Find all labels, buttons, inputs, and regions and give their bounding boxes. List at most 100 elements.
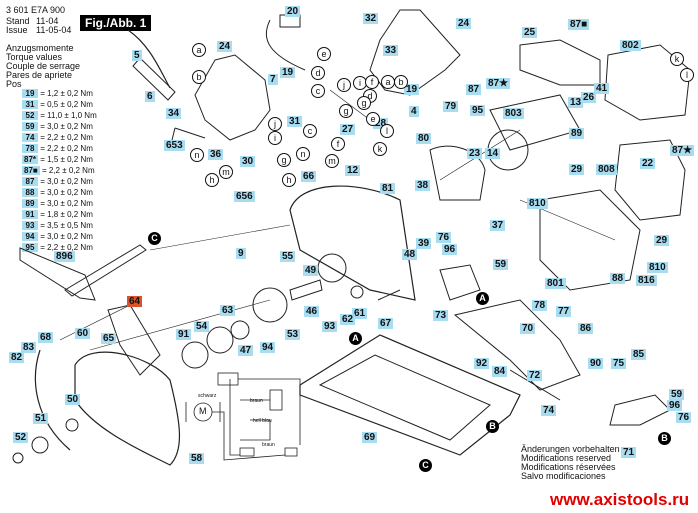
part-label-803[interactable]: 803 [503,108,524,119]
part-label-27[interactable]: 27 [340,124,356,135]
part-label-76-right[interactable]: 76 [676,412,692,423]
part-label-73[interactable]: 73 [433,310,449,321]
part-label-653[interactable]: 653 [164,140,185,151]
part-label-816[interactable]: 816 [636,275,657,286]
part-label-80[interactable]: 80 [416,133,432,144]
part-label-72[interactable]: 72 [527,370,543,381]
part-label-77[interactable]: 77 [556,306,572,317]
part-label-83[interactable]: 83 [21,342,37,353]
part-label-78[interactable]: 78 [532,300,548,311]
part-label-29[interactable]: 29 [569,164,585,175]
part-label-4[interactable]: 4 [409,106,419,117]
part-label-70[interactable]: 70 [520,323,536,334]
part-label-896[interactable]: 896 [54,251,75,262]
part-label-23[interactable]: 23 [467,148,483,159]
part-label-82[interactable]: 82 [9,352,25,363]
part-label-74[interactable]: 74 [541,405,557,416]
part-label-51[interactable]: 51 [33,413,49,424]
part-label-93[interactable]: 93 [322,321,338,332]
part-label-22[interactable]: 22 [640,158,656,169]
part-label-90[interactable]: 90 [588,358,604,369]
part-label-64[interactable]: 64 [127,296,143,307]
part-label-62[interactable]: 62 [340,314,356,325]
part-label-65[interactable]: 65 [101,333,117,344]
part-label-26[interactable]: 26 [581,92,597,103]
part-label-802[interactable]: 802 [620,40,641,51]
part-label-37[interactable]: 37 [490,220,506,231]
part-label-52[interactable]: 52 [13,432,29,443]
part-label-76[interactable]: 76 [436,232,452,243]
part-label-48[interactable]: 48 [402,249,418,260]
part-label-53[interactable]: 53 [285,329,301,340]
part-label-31[interactable]: 31 [287,116,303,127]
part-label-89[interactable]: 89 [569,128,585,139]
part-label-20[interactable]: 20 [285,6,301,17]
part-label-84[interactable]: 84 [492,366,508,377]
part-label-88[interactable]: 88 [610,273,626,284]
part-label-25[interactable]: 25 [522,27,538,38]
part-label-32[interactable]: 32 [363,13,379,24]
part-label-28[interactable]: 28 [373,118,389,129]
part-label-34[interactable]: 34 [166,108,182,119]
part-label-86[interactable]: 86 [578,323,594,334]
part-label-81[interactable]: 81 [380,183,396,194]
part-label-810[interactable]: 810 [527,198,548,209]
part-label-808[interactable]: 808 [596,164,617,175]
part-label-19-upper[interactable]: 19 [404,84,420,95]
part-label-39[interactable]: 39 [416,238,432,249]
connector-e-switch: e [366,112,380,126]
part-label-60[interactable]: 60 [75,328,91,339]
part-label-94[interactable]: 94 [260,342,276,353]
part-label-79[interactable]: 79 [443,101,459,112]
part-label-7[interactable]: 7 [268,74,278,85]
part-label-19[interactable]: 19 [280,67,296,78]
part-label-85[interactable]: 85 [631,349,647,360]
part-label-59-right[interactable]: 59 [669,389,685,400]
watermark[interactable]: www.axistools.ru [550,490,690,509]
part-label-49[interactable]: 49 [303,265,319,276]
part-label-41[interactable]: 41 [594,83,610,94]
part-label-59[interactable]: 59 [493,259,509,270]
part-label-96-right[interactable]: 96 [667,400,683,411]
part-label-91[interactable]: 91 [176,329,192,340]
part-label-801[interactable]: 801 [545,278,566,289]
part-label-47[interactable]: 47 [238,345,254,356]
part-label-87-star-2[interactable]: 87★ [670,145,695,156]
part-label-67[interactable]: 67 [378,318,394,329]
part-label-87[interactable]: 87 [466,84,482,95]
part-label-13[interactable]: 13 [568,97,584,108]
part-label-5[interactable]: 5 [132,50,142,61]
part-label-12[interactable]: 12 [345,165,361,176]
part-label-69[interactable]: 69 [362,432,378,443]
part-label-96[interactable]: 96 [442,244,458,255]
part-label-810-right[interactable]: 810 [647,262,668,273]
part-label-24[interactable]: 24 [217,41,233,52]
part-label-68[interactable]: 68 [38,332,54,343]
part-label-61[interactable]: 61 [352,308,368,319]
part-label-54[interactable]: 54 [194,321,210,332]
part-label-30[interactable]: 30 [240,156,256,167]
part-label-75[interactable]: 75 [611,358,627,369]
part-label-87-star[interactable]: 87★ [486,78,511,89]
part-label-95[interactable]: 95 [470,105,486,116]
part-label-92[interactable]: 92 [474,358,490,369]
part-label-66[interactable]: 66 [301,171,317,182]
part-label-38[interactable]: 38 [415,180,431,191]
part-label-9[interactable]: 9 [236,248,246,259]
part-label-71[interactable]: 71 [621,447,637,458]
part-label-29-right[interactable]: 29 [654,235,670,246]
part-label-55[interactable]: 55 [280,251,296,262]
part-label-24-upper[interactable]: 24 [456,18,472,29]
part-label-6[interactable]: 6 [145,91,155,102]
part-label-656[interactable]: 656 [234,191,255,202]
part-label-50[interactable]: 50 [65,394,81,405]
part-label-63[interactable]: 63 [220,305,236,316]
motor-symbol: M [199,406,207,416]
part-label-46[interactable]: 46 [304,306,320,317]
part-label-14[interactable]: 14 [485,148,501,159]
part-label-87-square[interactable]: 87■ [568,19,590,30]
part-label-36[interactable]: 36 [208,149,224,160]
torque-pos: 87* [22,155,39,164]
part-label-33[interactable]: 33 [383,45,399,56]
part-label-58[interactable]: 58 [189,453,205,464]
